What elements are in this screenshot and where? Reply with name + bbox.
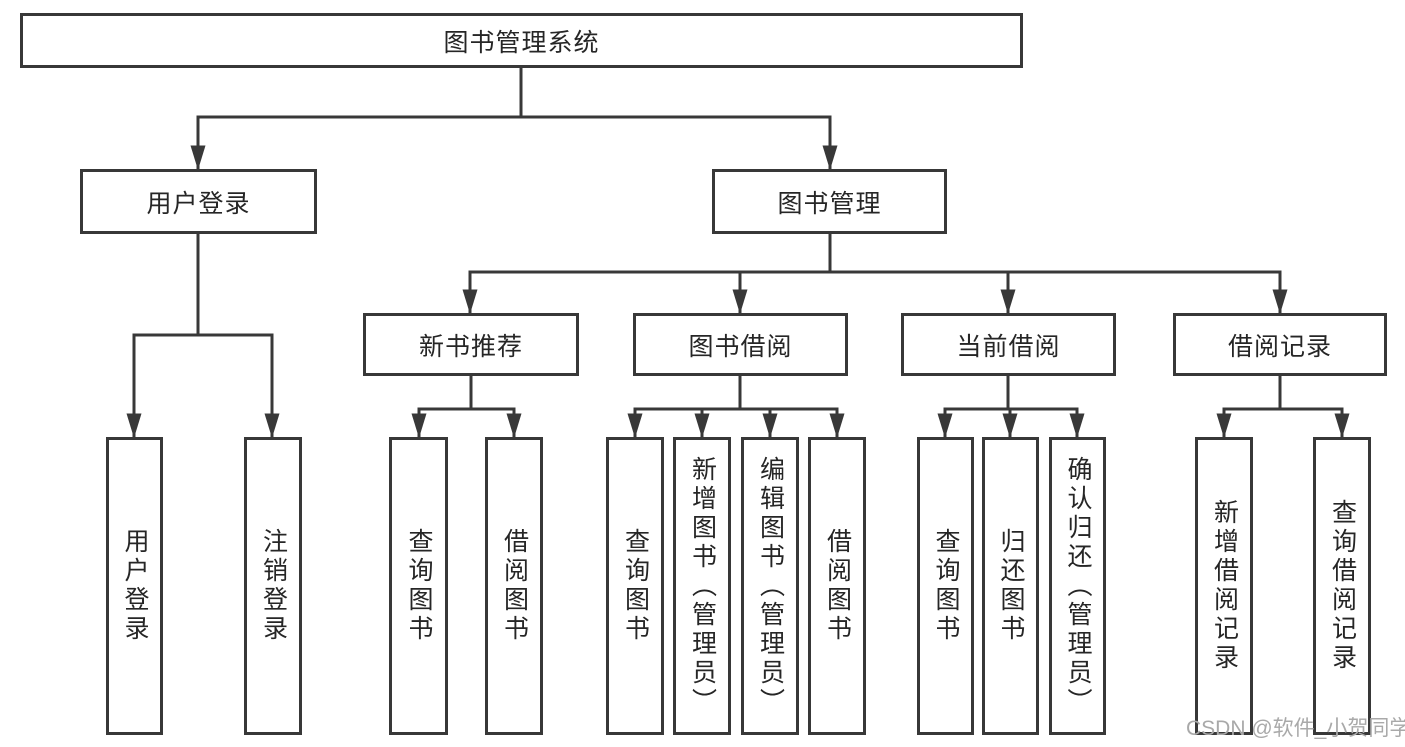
node-current-borrowing-label: 当前借阅: [956, 332, 1061, 361]
node-current-borrowing: 当前借阅: [901, 313, 1116, 376]
node-new-book-recommendation-label: 新书推荐: [418, 332, 523, 361]
node-book-borrowing: 图书借阅: [633, 313, 848, 376]
node-library-system-label: 图书管理系统: [443, 28, 600, 57]
leaf-logout: 注销登录: [244, 437, 302, 735]
node-borrowing-records-label: 借阅记录: [1227, 332, 1332, 361]
leaf-current-query-books: 查询图书: [917, 437, 974, 735]
leaf-current-return-books: 归还图书: [982, 437, 1039, 735]
node-new-book-recommendation: 新书推荐: [363, 313, 579, 376]
leaf-records-add-borrow-record: 新增借阅记录: [1195, 437, 1253, 735]
node-borrowing-records: 借阅记录: [1173, 313, 1387, 376]
leaf-current-confirm-return-admin: 确认归还（管理员）: [1049, 437, 1106, 735]
node-book-borrowing-label: 图书借阅: [688, 332, 793, 361]
node-book-management: 图书管理: [712, 169, 947, 234]
node-user-login-label: 用户登录: [146, 189, 251, 218]
leaf-recommend-query-books: 查询图书: [389, 437, 448, 735]
leaf-records-query-borrow-record: 查询借阅记录: [1313, 437, 1371, 735]
leaf-borrowing-query-books: 查询图书: [606, 437, 664, 735]
node-library-system: 图书管理系统: [20, 13, 1023, 68]
leaf-borrowing-edit-book-admin: 编辑图书（管理员）: [741, 437, 799, 735]
leaf-user-login: 用户登录: [106, 437, 163, 735]
csdn-watermark: CSDN @软件_小贺同学: [1186, 717, 1405, 740]
leaf-borrowing-add-book-admin: 新增图书（管理员）: [673, 437, 731, 735]
leaf-borrowing-borrow-books: 借阅图书: [808, 437, 866, 735]
leaf-recommend-borrow-books: 借阅图书: [485, 437, 543, 735]
node-book-management-label: 图书管理: [777, 189, 882, 218]
node-user-login: 用户登录: [80, 169, 317, 234]
